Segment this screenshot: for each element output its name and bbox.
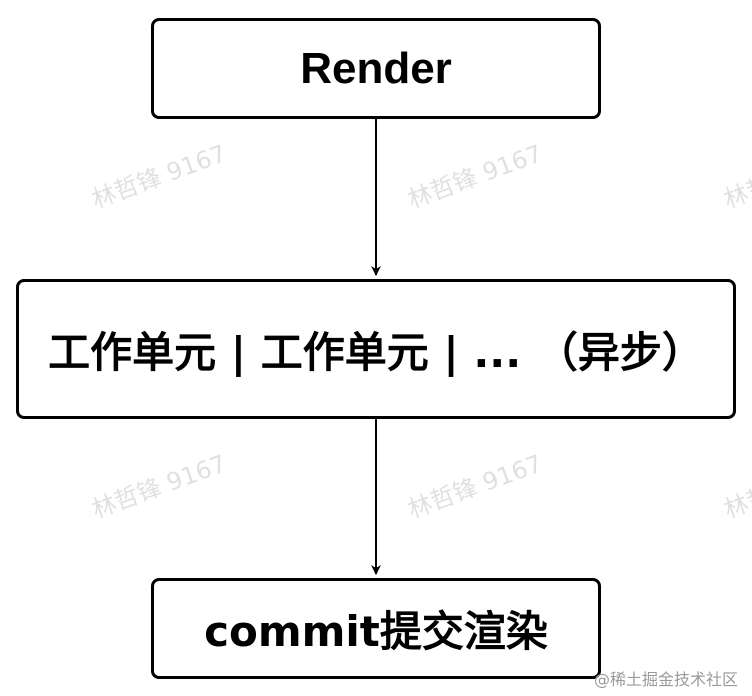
source-watermark: @稀土掘金技术社区 <box>593 670 738 689</box>
commit-node: commit提交渲染 <box>151 578 601 679</box>
work-unit-node: 工作单元 | 工作单元 | ... （异步） <box>16 279 736 419</box>
render-node-label: Render <box>300 43 452 93</box>
work-unit-node-label: 工作单元 | 工作单元 | ... （异步） <box>48 327 704 377</box>
commit-node-label: commit提交渲染 <box>204 607 548 656</box>
render-node: Render <box>151 18 601 119</box>
